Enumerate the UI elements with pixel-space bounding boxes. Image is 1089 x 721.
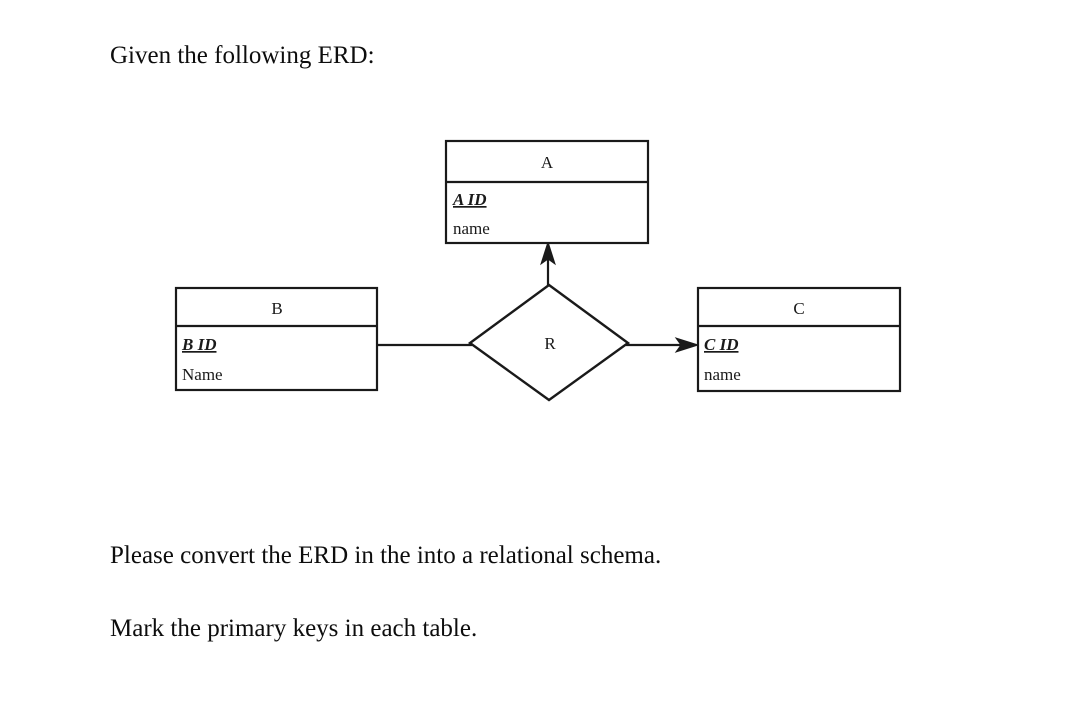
entity-c[interactable]: C C ID name: [696, 286, 902, 393]
entity-c-box: [696, 286, 902, 393]
entity-b-attr-name: Name: [182, 365, 223, 384]
entity-b-title: B: [271, 299, 282, 318]
entity-a-title: A: [541, 153, 554, 172]
relationship-r[interactable]: R: [467, 283, 631, 402]
entity-a-attr-name: name: [453, 219, 490, 238]
entity-b[interactable]: B B ID Name: [174, 286, 379, 392]
entity-c-attr-pk: C ID: [704, 335, 738, 354]
intro-text: Given the following ERD:: [110, 42, 375, 69]
entity-b-box: [174, 286, 379, 392]
arrowhead-to-a: [540, 240, 556, 266]
relationship-r-diamond: [467, 283, 631, 402]
entity-a-box: [444, 139, 650, 245]
entity-b-attr-pk: B ID: [181, 335, 216, 354]
entity-a-attr-pk: A ID: [452, 190, 487, 209]
entity-c-title: C: [793, 299, 804, 318]
entity-a[interactable]: A A ID name: [444, 139, 650, 245]
mark-keys-instruction-text: Mark the primary keys in each table.: [110, 615, 478, 642]
arrowhead-to-c: [674, 337, 700, 353]
convert-instruction-text: Please convert the ERD in the into a rel…: [110, 542, 662, 569]
entity-c-attr-name: name: [704, 365, 741, 384]
connector-group: R : plain line, no arrowhead --> A : arr…: [377, 240, 700, 353]
relationship-r-label: R: [544, 334, 556, 353]
